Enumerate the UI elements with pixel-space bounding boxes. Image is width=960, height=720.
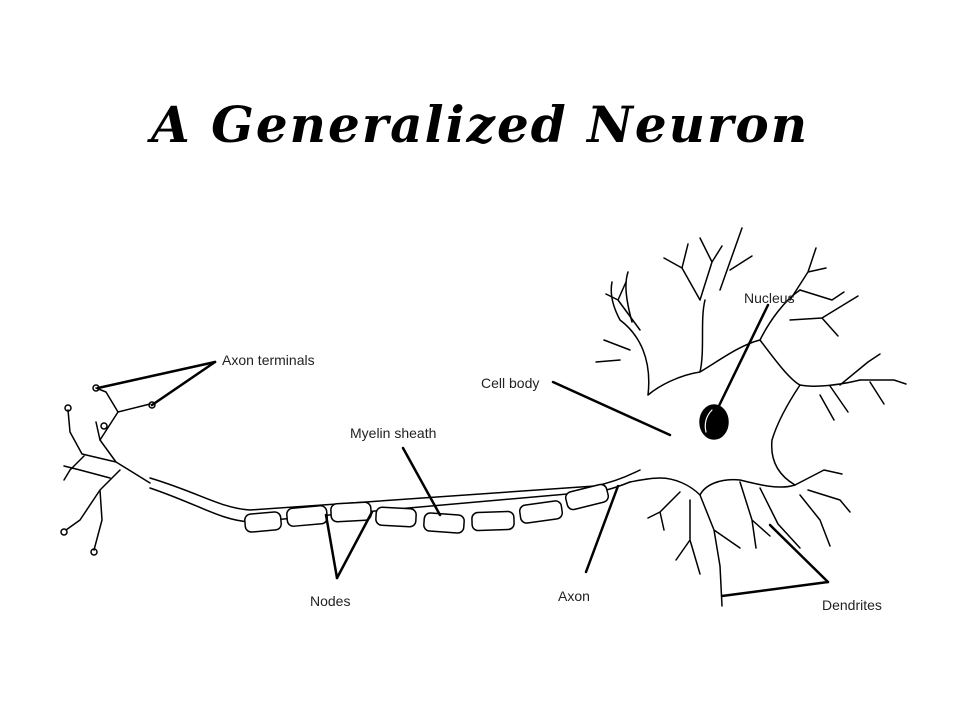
nucleus xyxy=(699,404,729,440)
leader-line-cell-body xyxy=(551,380,672,437)
dendrite-branch xyxy=(675,499,701,575)
dendrite-branch xyxy=(839,353,907,405)
dendrite-branch xyxy=(595,339,631,363)
leader-line-dendrites xyxy=(768,523,830,584)
myelin-segment xyxy=(244,511,282,533)
dendrite-branch xyxy=(663,237,723,301)
label-nucleus: Nucleus xyxy=(744,290,795,306)
myelin-segment xyxy=(330,501,372,523)
dendrite-branch xyxy=(647,491,681,531)
cell-body-outline xyxy=(610,271,861,496)
leader-line-axon xyxy=(584,484,620,574)
myelin-segment xyxy=(471,510,515,532)
myelin-segment xyxy=(423,512,465,534)
leader-line-myelin xyxy=(401,446,442,517)
axon-terminal-branch xyxy=(63,455,85,481)
dendrite-branch xyxy=(819,385,849,421)
label-dendrites: Dendrites xyxy=(822,597,882,613)
label-myelin-sheath: Myelin sheath xyxy=(350,425,437,441)
leader-line-axon-terminals xyxy=(150,360,217,407)
axon-terminal-branch xyxy=(67,409,151,484)
axon-terminal-bulb xyxy=(60,528,68,536)
axon-line xyxy=(149,469,641,511)
dendrite-branch xyxy=(605,281,641,331)
leader-line-nodes xyxy=(335,510,374,580)
axon-terminal-bulb xyxy=(100,422,108,430)
myelin-segment xyxy=(518,500,564,524)
page-title: A Generalized Neuron xyxy=(150,95,810,154)
axon-terminal-branch xyxy=(65,469,121,551)
dendrite-branch xyxy=(699,494,741,607)
nucleus-highlight xyxy=(704,409,713,433)
label-nodes: Nodes xyxy=(310,593,351,609)
dendrite-branch xyxy=(789,247,845,301)
axon-terminal-branch xyxy=(63,387,151,479)
myelin-segment xyxy=(375,506,417,528)
label-axon: Axon xyxy=(558,588,590,604)
dendrite-branch xyxy=(759,487,801,549)
dendrite-branch xyxy=(739,481,771,549)
myelin-segment xyxy=(286,505,328,527)
axon-terminal-bulb xyxy=(64,404,72,412)
leader-line-nucleus xyxy=(714,303,770,414)
dendrite-branch xyxy=(789,295,859,337)
dendrite-branch xyxy=(794,469,851,547)
myelin-segment xyxy=(564,483,610,511)
label-axon-terminals: Axon terminals xyxy=(222,352,315,368)
leader-line-axon-terminals xyxy=(96,360,217,390)
label-cell-body: Cell body xyxy=(481,375,540,391)
axon-terminal-bulb xyxy=(90,548,98,556)
leader-line-nodes xyxy=(324,513,339,580)
dendrite-branch xyxy=(719,227,753,291)
myelin-segments xyxy=(244,483,610,534)
leader-line-dendrites xyxy=(720,580,830,598)
axon-terminal-bulb xyxy=(148,401,156,409)
